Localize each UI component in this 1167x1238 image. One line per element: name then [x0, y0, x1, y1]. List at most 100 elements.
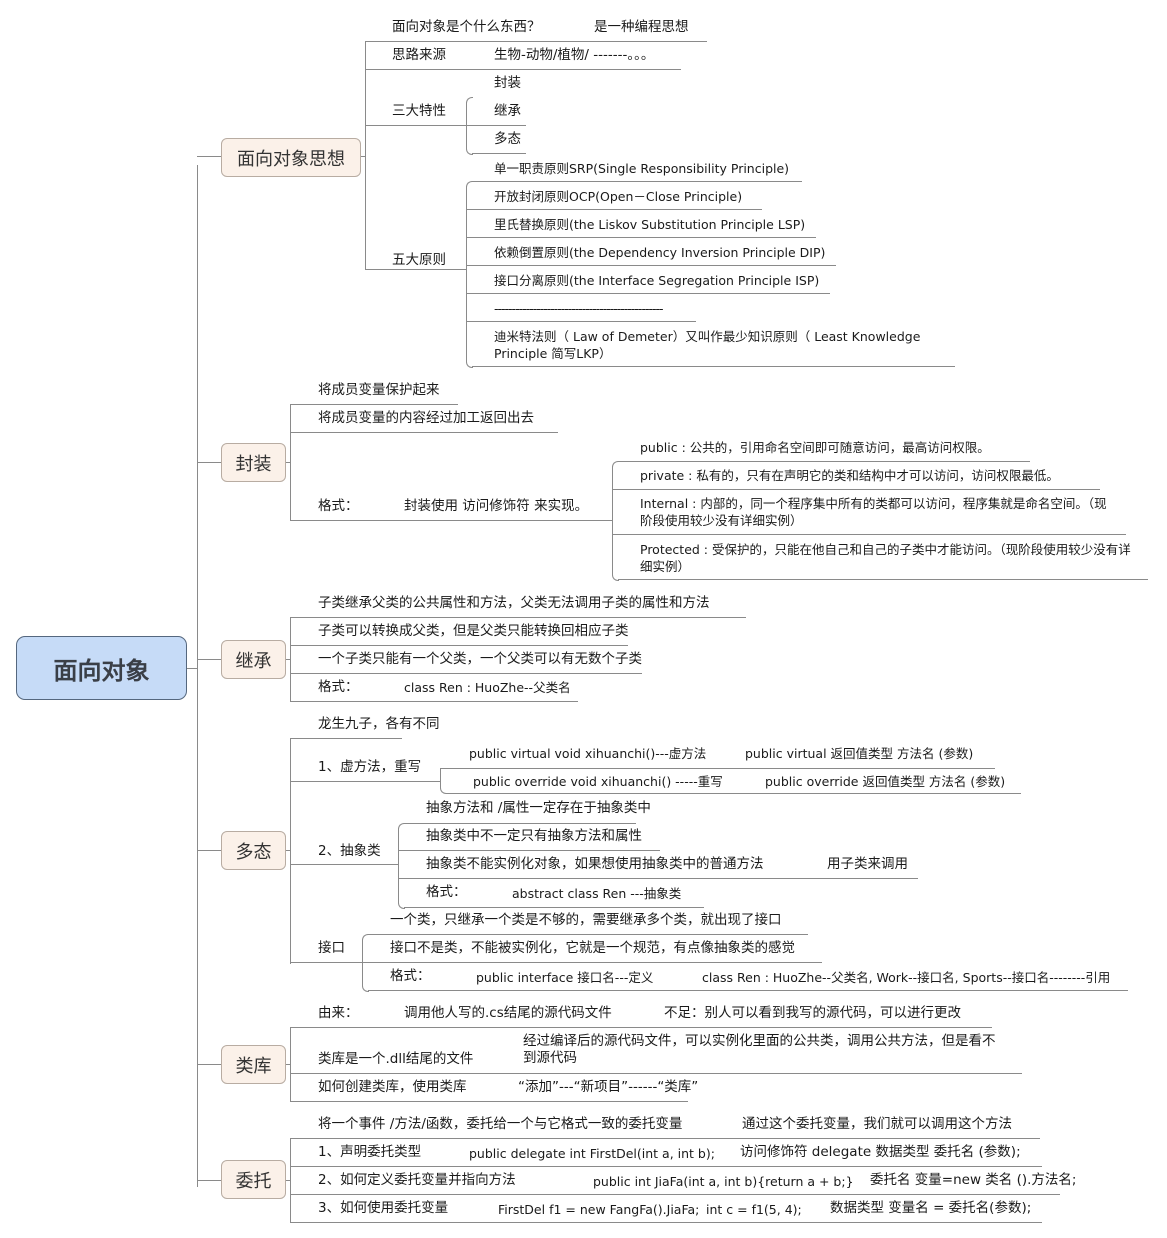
- underline: [440, 768, 995, 769]
- underline: [290, 864, 398, 865]
- delegate-intro-extra: 通过这个委托变量，我们就可以调用这个方法: [742, 1116, 1012, 1132]
- branch-line: [286, 1180, 290, 1181]
- topic-class-library[interactable]: 类库: [221, 1045, 286, 1084]
- underline: [404, 823, 636, 824]
- lib-dll-value: 经过编译后的源代码文件，可以实例化里面的公共类，调用公共方法，但是看不到源代码: [523, 1033, 996, 1066]
- underline: [290, 962, 362, 963]
- underline: [365, 125, 466, 126]
- branch-line: [361, 156, 365, 157]
- underline: [290, 781, 440, 782]
- abstract-item-3: 抽象类不能实例化对象，如果想使用抽象类中的普通方法: [426, 856, 764, 872]
- topic-inheritance[interactable]: 继承: [221, 640, 286, 679]
- branch-line: [290, 1138, 291, 1222]
- inherit-item-1: 子类继承父类的公共属性和方法，父类无法调用子类的属性和方法: [318, 595, 710, 611]
- connector: [197, 850, 221, 851]
- underline: [368, 934, 808, 935]
- encap-item-process: 将成员变量的内容经过加工返回出去: [318, 410, 534, 426]
- lib-dll-label: 类库是一个.dll结尾的文件: [318, 1051, 474, 1067]
- topic-delegate[interactable]: 委托: [221, 1160, 286, 1199]
- lib-create-label: 如何创建类库，使用类库: [318, 1079, 467, 1095]
- underline: [290, 1073, 1022, 1074]
- feature-polymorphism: 多态: [494, 131, 521, 147]
- principle-separator: ----------------------------------------…: [494, 301, 664, 316]
- underline: [290, 1138, 1040, 1139]
- topic-oop-thinking[interactable]: 面向对象思想: [221, 138, 361, 177]
- branch-line: [286, 659, 290, 660]
- underline: [466, 293, 830, 294]
- topic-label: 类库: [235, 1055, 272, 1077]
- poly-item-intro: 龙生九子，各有不同: [318, 716, 440, 732]
- inherit-format-label: 格式：: [318, 679, 359, 695]
- abstract-format-value: abstract class Ren ---抽象类: [512, 886, 682, 901]
- delegate-step1-syntax: 访问修饰符 delegate 数据类型 委托名 (参数);: [740, 1144, 1021, 1160]
- branch-line: [290, 738, 291, 964]
- feature-encapsulation: 封装: [494, 75, 521, 91]
- encap-format-value: 封装使用 访问修饰符 来实现。: [404, 498, 589, 514]
- interface-item-1: 一个类，只继承一个类是不够的，需要继承多个类，就出现了接口: [390, 912, 782, 928]
- underline: [365, 41, 707, 42]
- delegate-step1-code: public delegate int FirstDel(int a, int …: [469, 1146, 715, 1161]
- inherit-format-value: class Ren : HuoZhe--父类名: [404, 680, 571, 695]
- principle-lsp: 里氏替换原则(the Liskov Substitution Principle…: [494, 217, 806, 232]
- modifier-private: private : 私有的，只有在声明它的类和结构中才可以访问，访问权限最低。: [640, 468, 1059, 483]
- topic-label: 委托: [235, 1170, 272, 1192]
- underline: [398, 878, 918, 879]
- topic-encapsulation[interactable]: 封装: [221, 443, 286, 482]
- principle-srp: 单一职责原则SRP(Single Responsibility Principl…: [494, 161, 790, 176]
- underline: [290, 701, 578, 702]
- inherit-item-2: 子类可以转换成父类，但是父类只能转换回相应子类: [318, 623, 629, 639]
- underline: [612, 534, 1126, 535]
- underline: [472, 153, 526, 154]
- root-node[interactable]: 面向对象: [16, 636, 187, 700]
- underline: [290, 738, 402, 739]
- delegate-step2-code: public int JiaFa(int a, int b){return a …: [593, 1174, 854, 1189]
- virtual-syntax: public virtual 返回值类型 方法名 (参数): [745, 746, 974, 761]
- interface-item-2: 接口不是类，不能被实例化，它就是一个规范，有点像抽象类的感觉: [390, 940, 795, 956]
- underline: [290, 1194, 1060, 1195]
- underline: [404, 907, 704, 908]
- underline: [466, 237, 816, 238]
- root-label: 面向对象: [53, 656, 150, 685]
- underline: [466, 265, 836, 266]
- delegate-step3-syntax: 数据类型 变量名 = 委托名(参数);: [830, 1200, 1032, 1216]
- underline: [290, 520, 612, 521]
- connector: [197, 1064, 221, 1065]
- bracket: [612, 461, 619, 581]
- delegate-step3-code: FirstDel f1 = new FangFa().JiaFa;: [498, 1202, 700, 1217]
- underline: [466, 125, 526, 126]
- underline: [290, 645, 628, 646]
- interface-definition: public interface 接口名---定义: [476, 970, 654, 985]
- branch-line: [365, 41, 366, 269]
- connector: [197, 462, 221, 463]
- principle-dip: 依赖倒置原则(the Dependency Inversion Principl…: [494, 245, 826, 260]
- poly-virtual-label: 1、虚方法，重写: [318, 759, 422, 775]
- underline: [466, 209, 762, 210]
- modifier-public: public : 公共的，引用命名空间即可随意访问，最高访问权限。: [640, 440, 990, 455]
- bracket: [440, 768, 447, 794]
- feature-inheritance: 继承: [494, 103, 521, 119]
- underline: [290, 432, 558, 433]
- underline: [290, 404, 458, 405]
- abstract-item-3-extra: 用子类来调用: [827, 856, 908, 872]
- topic-label: 面向对象思想: [237, 148, 345, 170]
- topic-label: 多态: [235, 841, 272, 863]
- root-connector: [187, 668, 197, 669]
- branch-line: [286, 850, 290, 851]
- override-code: public override void xihuanchi() -----重写: [473, 774, 723, 789]
- modifier-protected: Protected : 受保护的，只能在他自己和自己的子类中才能访问。（现阶段使…: [640, 542, 1131, 574]
- encap-format-label: 格式：: [318, 498, 359, 514]
- item-what-is-oop-value: 是一种编程思想: [594, 19, 689, 35]
- branch-line: [290, 404, 291, 520]
- lib-create-value: “添加”---“新项目”------“类库”: [518, 1079, 699, 1095]
- bracket: [362, 934, 369, 992]
- interface-format-label: 格式：: [390, 968, 431, 984]
- lib-origin-label: 由来：: [318, 1005, 359, 1021]
- lib-origin-value: 调用他人写的.cs结尾的源代码文件: [404, 1005, 612, 1021]
- topic-label: 封装: [235, 453, 272, 475]
- abstract-format-label: 格式：: [426, 884, 467, 900]
- underline: [290, 673, 642, 674]
- delegate-step3-code2: int c = f1(5, 4);: [706, 1202, 802, 1217]
- topic-polymorphism[interactable]: 多态: [221, 831, 286, 870]
- item-five-principles: 五大原则: [392, 252, 446, 268]
- principle-lkp: 迪米特法则（ Law of Demeter）又叫作最少知识原则（ Least K…: [494, 329, 921, 361]
